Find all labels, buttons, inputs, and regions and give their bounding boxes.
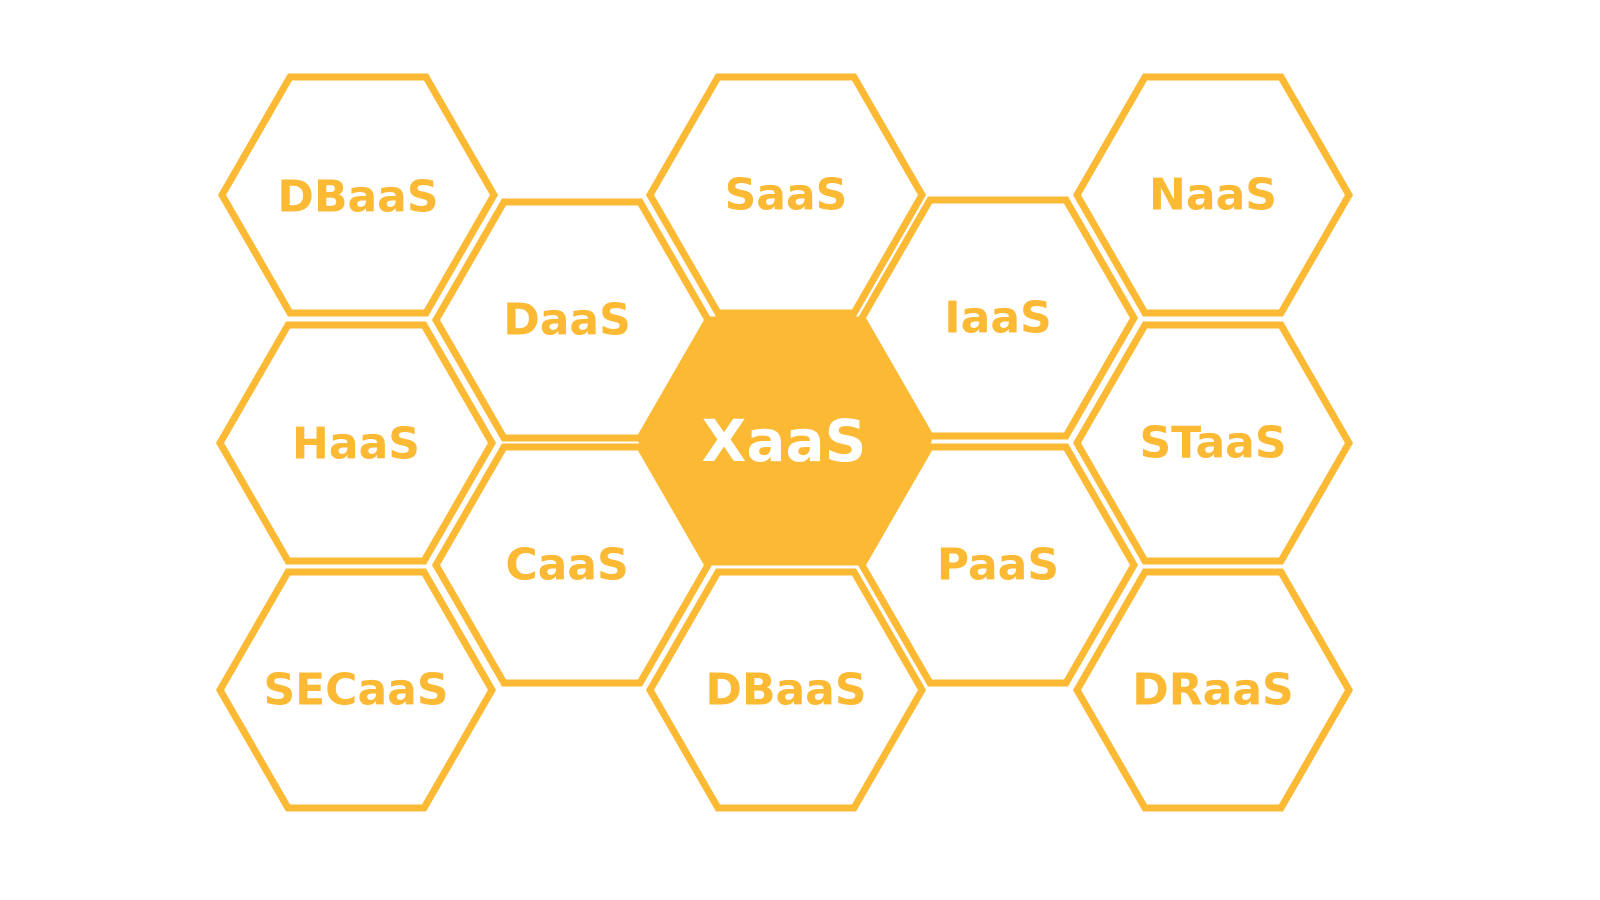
hexagon-shape — [217, 73, 499, 317]
hex-tile-caas: CaaS — [431, 443, 713, 687]
hexagon-shape — [857, 443, 1139, 687]
hex-label: NaaS — [1149, 170, 1277, 221]
hex-tile-secaas: SECaaS — [215, 568, 497, 812]
hexagon-center-shape — [638, 316, 932, 566]
hexagon-shape — [645, 568, 927, 812]
hex-tile-haas: HaaS — [215, 321, 497, 565]
hex-tile-saas: SaaS — [645, 73, 927, 317]
hex-label: DRaaS — [1132, 665, 1293, 716]
hex-label: SaaS — [725, 170, 848, 221]
hex-tile-iaas: IaaS — [857, 196, 1139, 440]
hexagon-shape — [215, 568, 497, 812]
hex-label: DBaaS — [277, 172, 438, 223]
hex-label: IaaS — [944, 293, 1051, 344]
hex-label: STaaS — [1139, 418, 1286, 469]
hexagon-shape — [1072, 568, 1354, 812]
hexagon-shape — [215, 321, 497, 565]
hex-tile-staas: STaaS — [1072, 321, 1354, 565]
hex-label: SECaaS — [263, 665, 448, 716]
hexagon-shape — [1072, 73, 1354, 317]
hex-tile-naas: NaaS — [1072, 73, 1354, 317]
hex-label: PaaS — [937, 540, 1059, 591]
hexagon-shape — [857, 196, 1139, 440]
hex-label: HaaS — [292, 419, 420, 470]
hexagon-shape — [645, 73, 927, 317]
center-label: XaaS — [702, 407, 867, 475]
hex-tile-paas: PaaS — [857, 443, 1139, 687]
hex-label: DaaS — [503, 295, 631, 346]
hex-label: DBaaS — [705, 665, 866, 716]
hex-tile-draas: DRaaS — [1072, 568, 1354, 812]
hex-tile-xaas-center: XaaS — [638, 316, 932, 566]
hexagon-shape — [1072, 321, 1354, 565]
hex-tile-dbaas-top-left: DBaaS — [217, 73, 499, 317]
hex-label: CaaS — [505, 540, 628, 591]
hex-tile-dbaas-bottom-center: DBaaS — [645, 568, 927, 812]
